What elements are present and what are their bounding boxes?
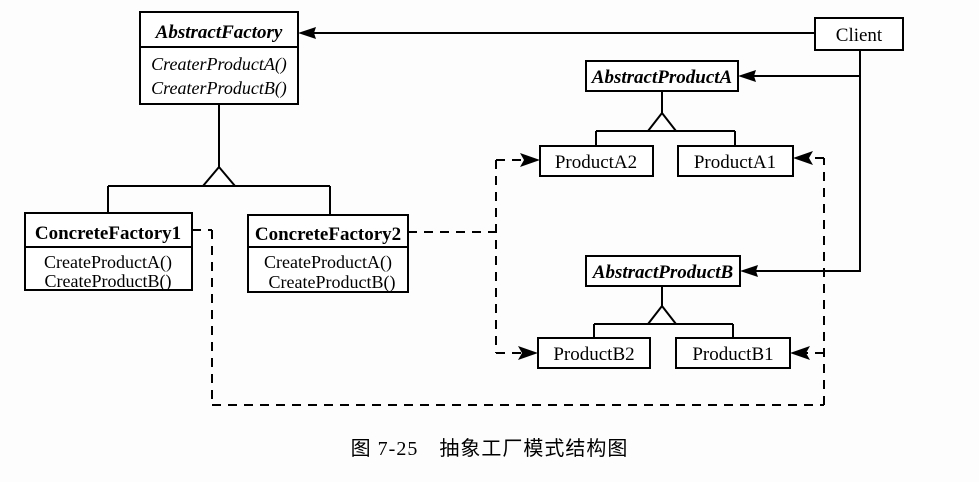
class-name-producta2: ProductA2 — [555, 152, 637, 173]
class-name-abstractfactory: AbstractFactory — [155, 22, 283, 43]
generalization-productb-to-abstractproductb — [593, 286, 734, 338]
operation-concretefactory1-0: CreateProductA() — [44, 252, 172, 273]
class-box-concretefactory1[interactable]: ConcreteFactory1 CreateProductA() Create… — [24, 212, 193, 292]
operation-abstractfactory-1: CreaterProductB() — [151, 78, 287, 99]
operation-abstractfactory-0: CreaterProductA() — [151, 54, 287, 75]
class-box-abstractproducta[interactable]: AbstractProductA — [585, 60, 739, 92]
association-client-to-abstractproducta — [738, 50, 861, 82]
class-box-producta1[interactable]: ProductA1 — [677, 145, 794, 177]
class-box-producta2[interactable]: ProductA2 — [539, 145, 654, 177]
figure-caption: 图 7-25 抽象工厂模式结构图 — [350, 438, 629, 460]
class-name-concretefactory1: ConcreteFactory1 — [35, 223, 181, 244]
operation-concretefactory1-1: CreateProductB() — [45, 271, 172, 292]
class-box-abstractproductb[interactable]: AbstractProductB — [585, 255, 741, 287]
class-box-productb1[interactable]: ProductB1 — [675, 337, 791, 369]
class-box-client[interactable]: Client — [814, 17, 904, 51]
association-client-to-abstractproductb — [740, 76, 861, 277]
class-name-producta1: ProductA1 — [694, 152, 776, 173]
class-name-productb2: ProductB2 — [553, 344, 634, 365]
dependency-concretefactory1-to-products — [192, 151, 825, 406]
generalization-producta-to-abstractproducta — [595, 91, 736, 146]
class-name-abstractproductb: AbstractProductB — [592, 262, 733, 283]
dependency-concretefactory2-to-products — [408, 153, 540, 360]
generalization-factories-to-abstractfactory — [107, 104, 331, 215]
operation-concretefactory2-0: CreateProductA() — [264, 252, 392, 273]
class-box-productb2[interactable]: ProductB2 — [537, 337, 651, 369]
class-name-concretefactory2: ConcreteFactory2 — [255, 224, 401, 245]
class-box-concretefactory2[interactable]: ConcreteFactory2 CreateProductA() Create… — [247, 214, 409, 293]
association-client-to-abstractfactory — [298, 27, 815, 39]
class-name-productb1: ProductB1 — [692, 344, 773, 365]
class-name-abstractproducta: AbstractProductA — [591, 67, 732, 88]
class-box-abstractfactory[interactable]: AbstractFactory CreaterProductA() Create… — [139, 11, 299, 105]
operation-concretefactory2-1: CreateProductB() — [269, 272, 396, 293]
class-name-client: Client — [836, 25, 883, 46]
